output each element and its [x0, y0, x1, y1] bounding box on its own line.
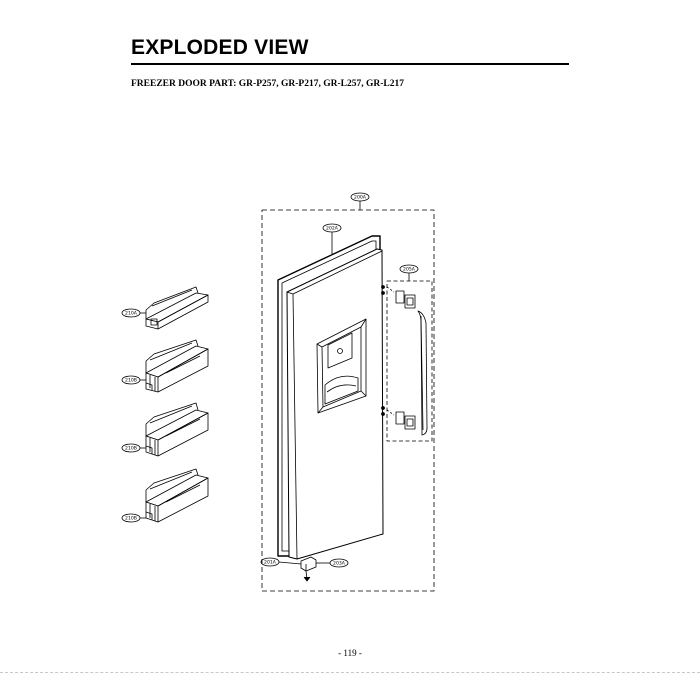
door-basket-1: [145, 339, 209, 393]
callout-hinge-right: 203A: [333, 561, 346, 567]
callout-door-assembly: 200A: [354, 195, 367, 201]
door-basket-small: [145, 286, 209, 330]
door-handle: [417, 310, 428, 436]
handle-assembly-box: [386, 280, 433, 442]
page-title: EXPLODED VIEW: [131, 36, 309, 59]
callout-handle-assembly: 205A: [403, 267, 416, 273]
bottom-hinge: [300, 556, 317, 582]
assembly-boundary: [261, 209, 435, 592]
callout-basket-1: 210B: [125, 378, 137, 384]
callout-hinge-left: 201A: [264, 560, 277, 566]
handle-bracket-top: [395, 290, 405, 304]
page-number: - 119 -: [338, 648, 362, 658]
title-underline: [131, 63, 569, 65]
callout-gasket: 202A: [326, 226, 339, 232]
callout-basket-small: 210A: [125, 311, 138, 317]
door-basket-3: [145, 468, 209, 523]
callout-basket-2: 210B: [125, 446, 137, 452]
handle-bracket-bottom: [395, 411, 405, 425]
footer-divider: [0, 672, 700, 673]
page-subtitle: FREEZER DOOR PART: GR-P257, GR-P217, GR-…: [131, 79, 404, 89]
door-basket-2: [145, 402, 209, 457]
callout-basket-3: 210B: [125, 516, 137, 522]
